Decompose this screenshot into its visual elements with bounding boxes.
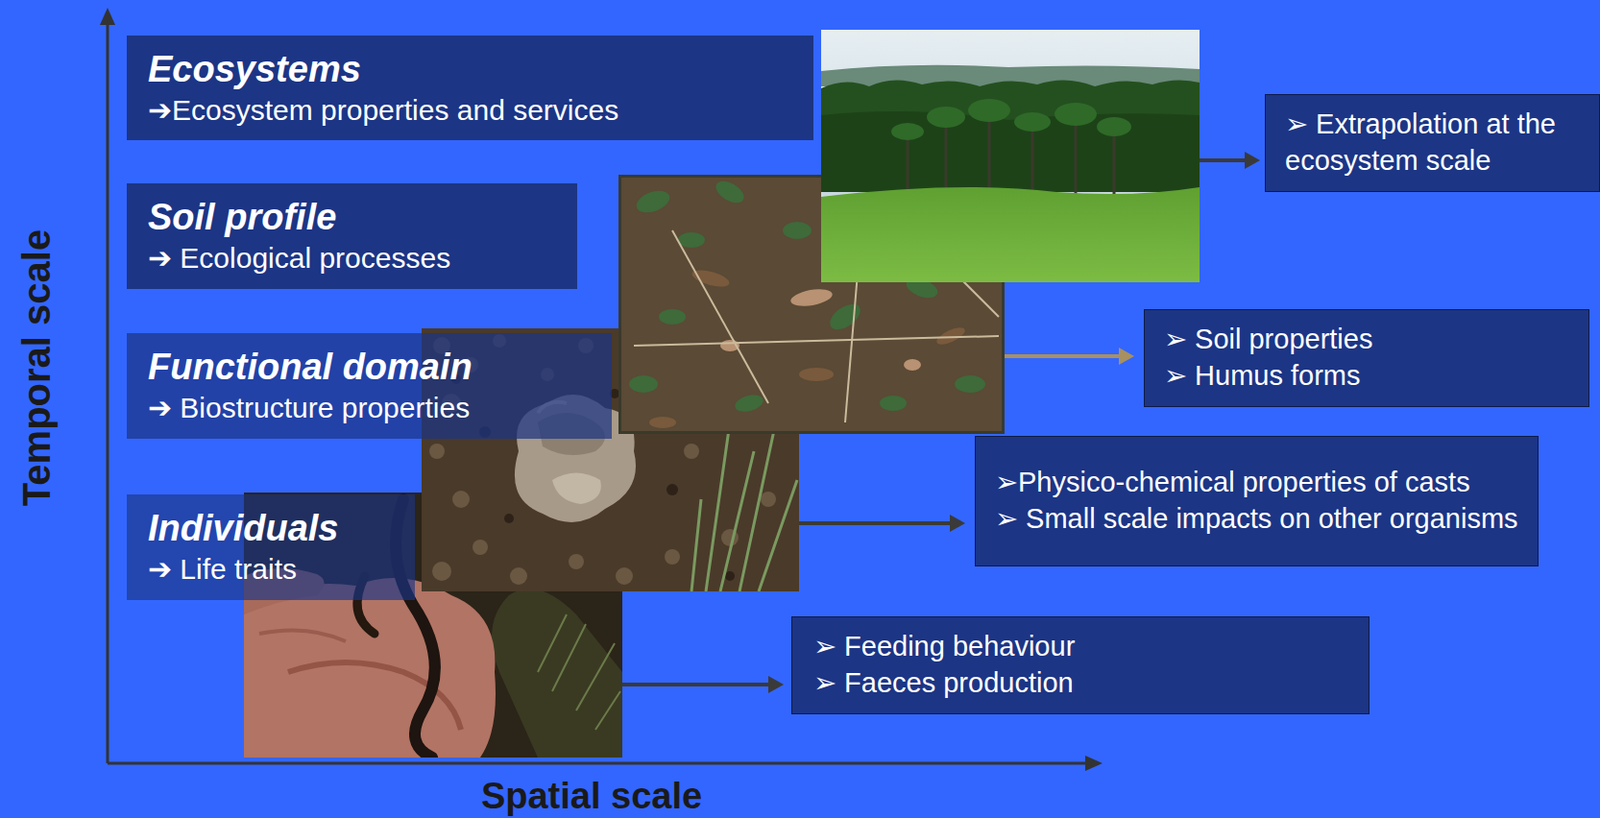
result-box: ➢ Feeding behaviour➢ Faeces production bbox=[791, 616, 1370, 715]
landscape-photo bbox=[821, 29, 1200, 283]
level-subtitle: ➔ Ecological processes bbox=[147, 240, 557, 277]
level-box: Functional domain➔ Biostructure properti… bbox=[126, 333, 612, 439]
level-title: Soil profile bbox=[147, 195, 557, 241]
bullet-text: ➢Physico-chemical properties of casts bbox=[994, 464, 1528, 502]
bullet-text: ➢ Extrapolation at the ecosystem scale bbox=[1284, 106, 1586, 179]
result-box: ➢ Soil properties➢ Humus forms bbox=[1143, 309, 1590, 408]
bullet-text: ➢ Small scale impacts on other organisms bbox=[994, 501, 1528, 538]
arrows bbox=[622, 151, 1261, 694]
level-title: Individuals bbox=[147, 507, 394, 552]
result-box: ➢Physico-chemical properties of casts➢ S… bbox=[974, 436, 1539, 567]
level-subtitle: ➔ Biostructure properties bbox=[147, 389, 591, 427]
axis-label: Temporal scale bbox=[15, 229, 59, 507]
level-title: Functional domain bbox=[147, 345, 591, 390]
bullet-text: ➢ Faeces production bbox=[813, 665, 1356, 703]
bullet-text: ➢ Feeding behaviour bbox=[813, 629, 1356, 666]
bullet-text: ➢ Soil properties bbox=[1163, 321, 1576, 359]
bullet-text: ➢ Humus forms bbox=[1163, 358, 1576, 395]
level-box: Ecosystems➔Ecosystem properties and serv… bbox=[126, 35, 814, 141]
result-box: ➢ Extrapolation at the ecosystem scale bbox=[1264, 94, 1600, 193]
axis-label: Spatial scale bbox=[481, 775, 703, 818]
level-box: Soil profile➔ Ecological processes bbox=[126, 183, 578, 290]
level-title: Ecosystems bbox=[147, 48, 793, 93]
level-subtitle: ➔Ecosystem properties and services bbox=[147, 92, 793, 129]
level-box: Individuals➔ Life traits bbox=[126, 494, 415, 601]
level-subtitle: ➔ Life traits bbox=[147, 551, 394, 588]
